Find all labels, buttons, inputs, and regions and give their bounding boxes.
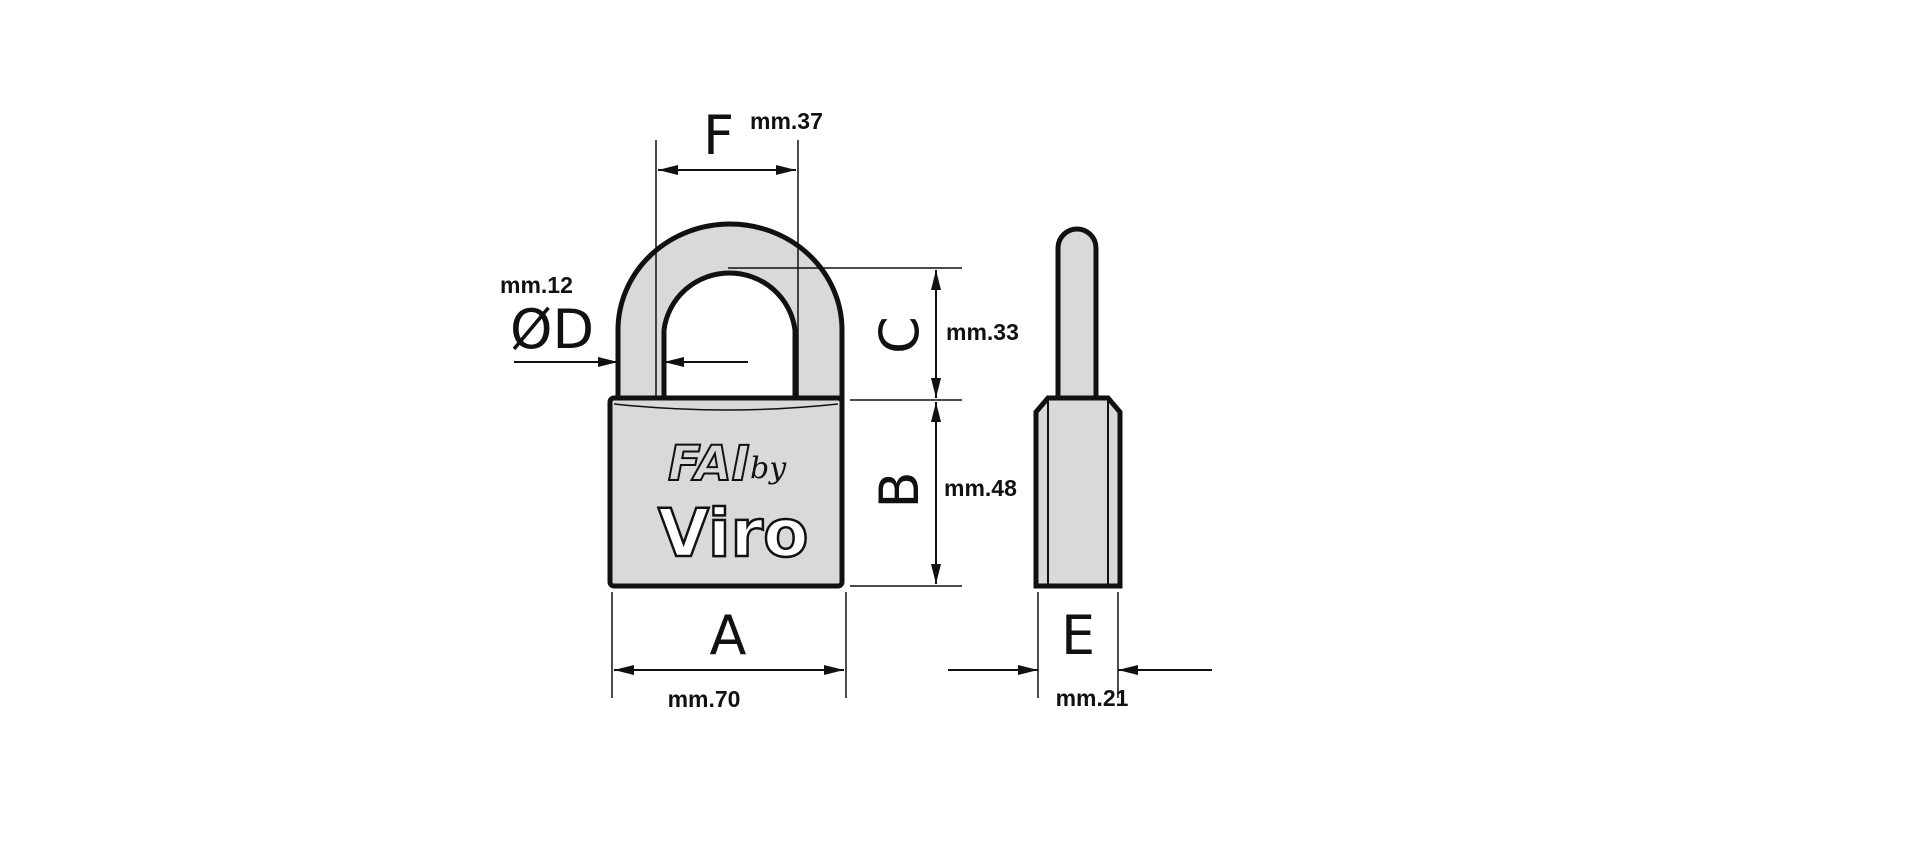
dimension-e-value: mm.21: [1056, 685, 1129, 711]
dimension-c-value: mm.33: [946, 319, 1019, 345]
dimension-a-value: mm.70: [668, 686, 741, 712]
shackle-side: [1055, 226, 1099, 403]
dimension-f-value: mm.37: [750, 108, 823, 134]
dimension-f-letter: F: [703, 104, 734, 167]
dimension-d-value: mm.12: [500, 272, 573, 298]
dimension-c: C mm.33: [728, 267, 1019, 401]
dimension-b-value: mm.48: [944, 475, 1017, 501]
shackle-front: [615, 221, 845, 403]
logo-by: by: [750, 451, 787, 486]
lock-body-side: [1033, 395, 1123, 589]
dimension-e: E mm.21: [948, 592, 1212, 711]
logo-viro: Viro: [658, 495, 808, 572]
dimension-c-letter: C: [868, 316, 931, 354]
dimension-f: F mm.37: [655, 104, 823, 400]
dimension-e-letter: E: [1061, 604, 1095, 667]
dimension-b: B mm.48: [850, 402, 1017, 587]
dimension-a: A mm.70: [611, 592, 847, 712]
body-top-curve: [613, 403, 839, 411]
side-view: [1033, 226, 1123, 589]
lock-body-front: [607, 395, 845, 589]
dimension-a-letter: A: [710, 604, 747, 667]
dimension-d: ØD mm.12: [500, 272, 748, 367]
dimension-d-letter: ØD: [510, 298, 594, 361]
logo-fai: FAI: [668, 436, 750, 492]
dimension-b-letter: B: [868, 471, 931, 508]
front-view: FAI by Viro: [607, 221, 845, 589]
